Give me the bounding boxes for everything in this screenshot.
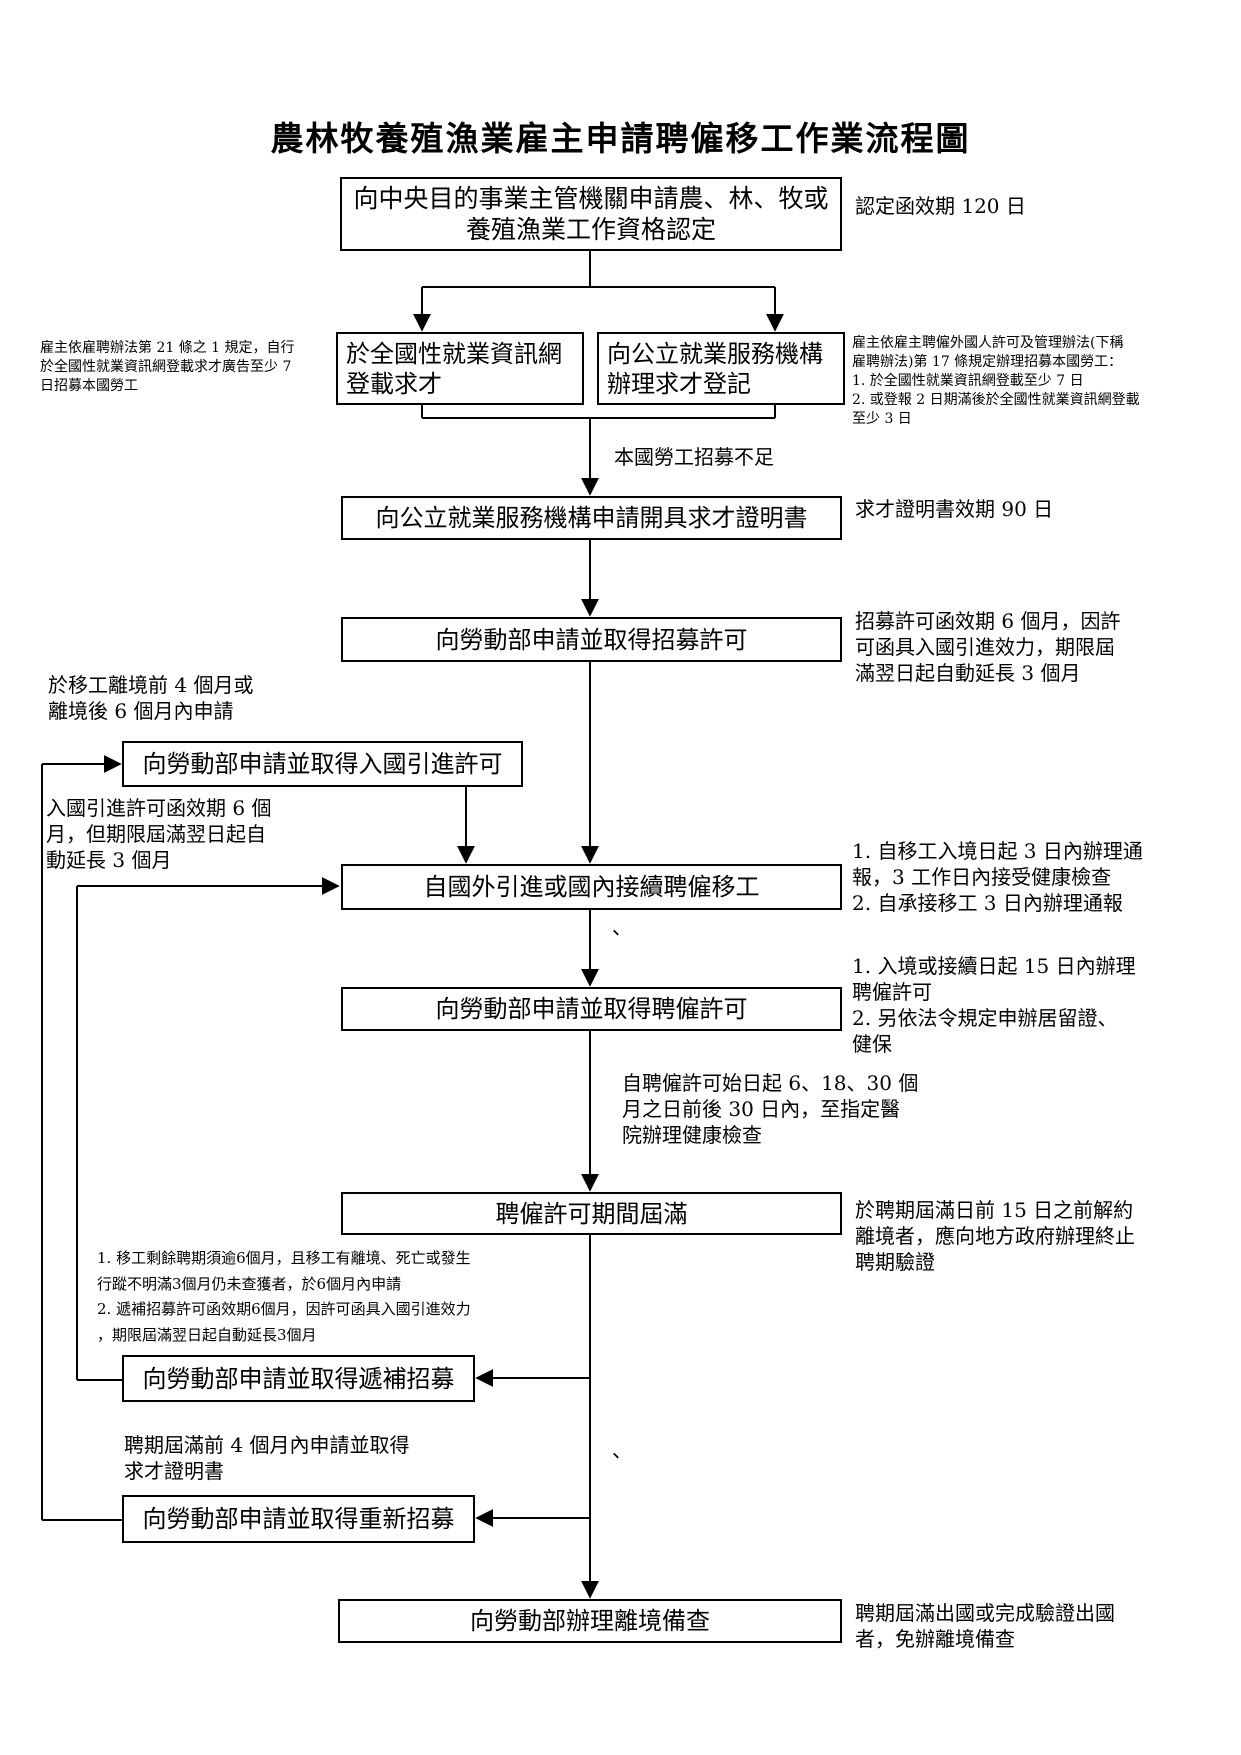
certificate-validity-note: 求才證明書效期 90 日 (855, 497, 1054, 521)
departure-record-box: 向勞動部辦理離境備查 (338, 1599, 842, 1643)
public-employment-registration-box: 向公立就業服務機構辦理求才登記 (597, 332, 845, 405)
entry-permit-timing-note: 於移工離境前 4 個月或 離境後 6 個月內申請 (48, 673, 254, 723)
national-job-site-posting-box: 於全國性就業資訊網登載求才 (336, 332, 584, 405)
employment-permit-box: 向勞動部申請並取得聘僱許可 (341, 987, 842, 1031)
stray-mark: 、 (612, 915, 632, 939)
qualification-application-box: 向中央目的事業主管機關申請農、林、牧或養殖漁業工作資格認定 (340, 177, 842, 251)
self-posting-rule-note: 雇主依雇聘辦法第 21 條之 1 規定，自行 於全國性就業資訊網登載求才廣告至少… (40, 340, 295, 394)
certification-validity-note: 認定函效期 120 日 (855, 194, 1026, 218)
permit-expiry-box: 聘僱許可期間屆滿 (341, 1192, 842, 1235)
recruitment-certificate-box: 向公立就業服務機構申請開具求才證明書 (341, 496, 842, 540)
domestic-recruitment-rule-note: 雇主依雇主聘僱外國人許可及管理辦法(下稱 雇聘辦法)第 17 條規定辦理招募本國… (852, 335, 1140, 427)
re-recruitment-box: 向勞動部申請並取得重新招募 (122, 1495, 475, 1543)
re-recruitment-timing-note: 聘期屆滿前 4 個月內申請並取得 求才證明書 (124, 1433, 410, 1483)
recruitment-permit-validity-note: 招募許可函效期 6 個月，因許 可函具入國引進效力，期限屆 滿翌日起自動延長 3… (855, 609, 1121, 685)
page-title: 農林牧養殖漁業雇主申請聘僱移工作業流程圖 (270, 119, 971, 158)
departure-exemption-note: 聘期屆滿出國或完成驗證出國 者，免辦離境備查 (855, 1601, 1115, 1651)
entry-permit-validity-note: 入國引進許可函效期 6 個 月，但期限屆滿翌日起自 動延長 3 個月 (46, 796, 272, 872)
insufficient-domestic-workers-note: 本國勞工招募不足 (614, 445, 774, 469)
health-check-note: 自聘僱許可始日起 6、18、30 個 月之日前後 30 日內，至指定醫 院辦理健… (622, 1071, 919, 1147)
arrival-reporting-note: 1. 自移工入境日起 3 日內辦理通 報，3 工作日內接受健康檢查 2. 自承接… (852, 839, 1143, 915)
replacement-recruitment-box: 向勞動部申請並取得遞補招募 (122, 1355, 475, 1402)
early-termination-note: 於聘期屆滿日前 15 日之前解約 離境者，應向地方政府辦理終止 聘期驗證 (855, 1198, 1135, 1274)
replacement-recruitment-rule-note: 1. 移工剩餘聘期須逾6個月，且移工有離境、死亡或發生 行蹤不明滿3個月仍未查獲… (97, 1249, 471, 1344)
recruitment-permit-box: 向勞動部申請並取得招募許可 (341, 617, 842, 662)
hire-migrant-worker-box: 自國外引進或國內接續聘僱移工 (341, 864, 842, 910)
entry-permit-box: 向勞動部申請並取得入國引進許可 (122, 741, 523, 787)
stray-mark: 、 (612, 1438, 632, 1462)
employment-permit-deadline-note: 1. 入境或接續日起 15 日內辦理 聘僱許可 2. 另依法令規定申辦居留證、 … (852, 954, 1136, 1056)
